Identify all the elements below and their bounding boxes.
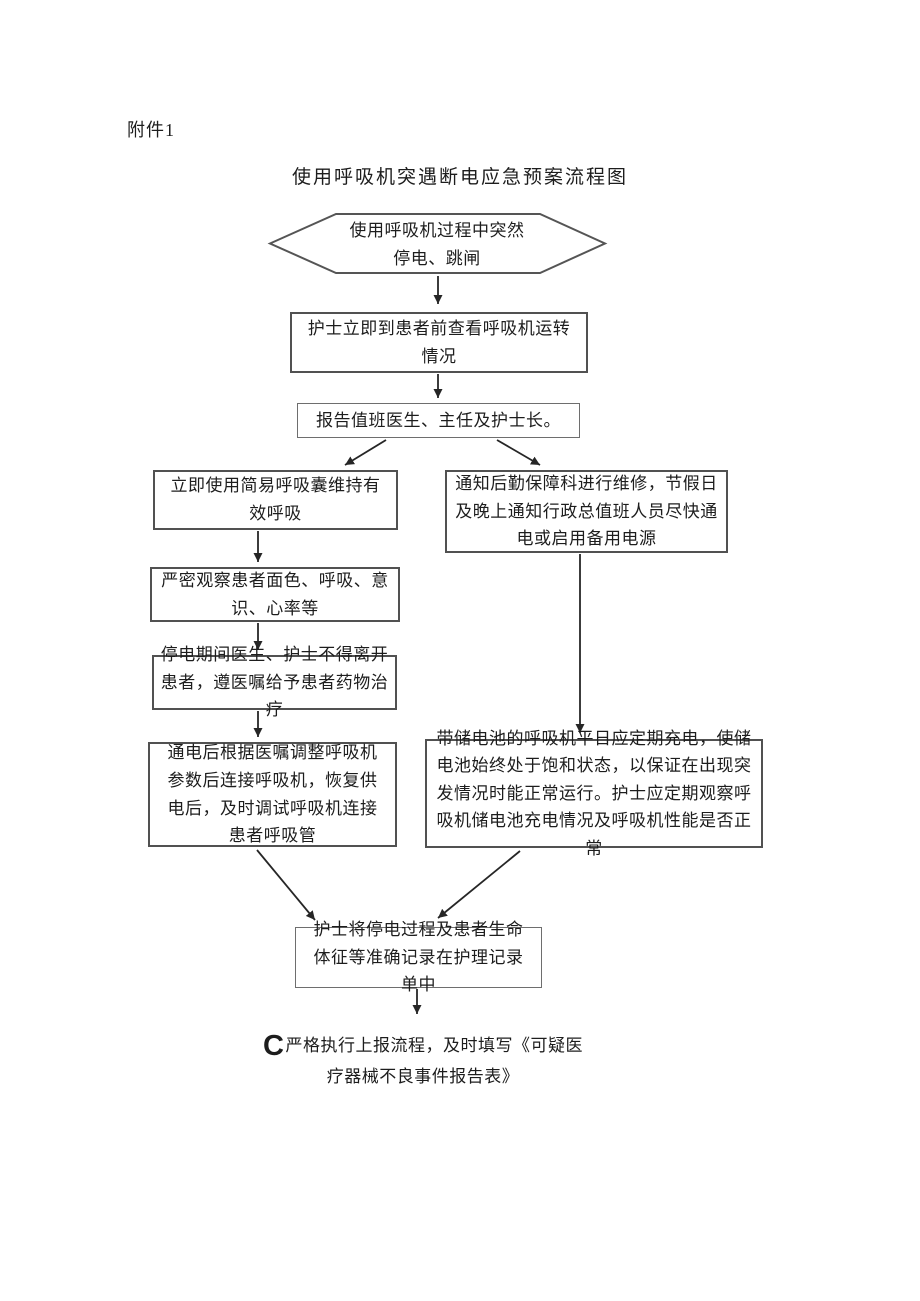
flow-node-start: 使用呼吸机过程中突然停电、跳闸 [349, 221, 525, 268]
arrow-report-to-right [496, 439, 541, 466]
report-form-text: 严格执行上报流程，及时填写《可疑医疗器械不良事件报告表》 [285, 1036, 583, 1087]
flow-node-nursing-record: 护士将停电过程及患者生命体征等准确记录在护理记录单中 [295, 920, 542, 994]
flow-node-check-ventilator: 护士立即到患者前查看呼吸机运转情况 [290, 312, 588, 373]
arrow-report-to-left [344, 439, 387, 466]
attachment-label: 附件1 [127, 120, 175, 140]
flow-node-notify-logistics: 通知后勤保障科进行维修，节假日及晚上通知行政总值班人员尽快通电或启用备用电源 [445, 470, 728, 553]
flow-node-restore-ventilator: 通电后根据医嘱调整呼吸机参数后连接呼吸机，恢复供电后，及时调试呼吸机连接患者呼吸… [148, 742, 397, 847]
arrow-restore-to-record [256, 849, 316, 921]
flow-node-manual-ventilation: 立即使用简易呼吸囊维持有效呼吸 [153, 470, 398, 530]
page-title: 使用呼吸机突遇断电应急预案流程图 [291, 167, 628, 188]
flow-node-observe-patient: 严密观察患者面色、呼吸、意识、心率等 [150, 567, 400, 622]
flow-node-stay-with-patient: 停电期间医生、护士不得离开患者，遵医嘱给予患者药物治疗 [152, 645, 397, 719]
flow-node-report-doctor: 报告值班医生、主任及护士长。 [297, 403, 580, 438]
note-marker-glyph: C [263, 1030, 285, 1062]
flow-node-report-form: C严格执行上报流程，及时填写《可疑医疗器械不良事件报告表》 [256, 1030, 590, 1093]
flow-node-battery-maintenance: 带储电池的呼吸机平日应定期充电，使储电池始终处于饱和状态，以保证在出现突发情况时… [425, 729, 763, 858]
